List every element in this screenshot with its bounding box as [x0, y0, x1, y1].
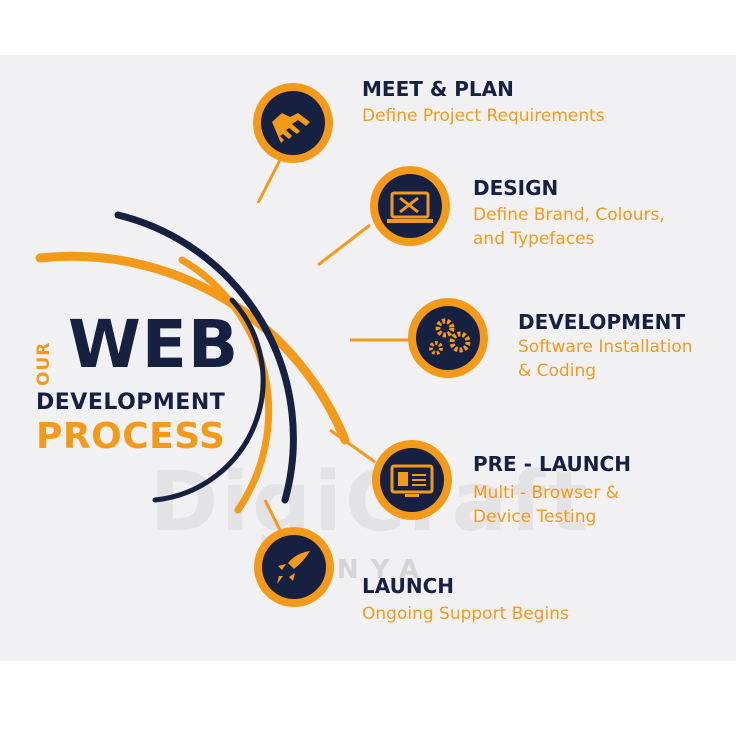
- title-development: DEVELOPMENT: [36, 390, 226, 415]
- connector-line-4: [329, 428, 376, 464]
- connector-line-1: [256, 159, 282, 204]
- navy-arc-large: [114, 211, 297, 504]
- diagram-title: OUR WEB DEVELOPMENT PROCESS: [30, 300, 290, 470]
- step-4-desc: Multi - Browser & Device Testing: [473, 483, 620, 527]
- step-1-title: MEET & PLAN: [362, 77, 514, 101]
- step-node-1: [253, 83, 333, 163]
- step-node-4: [372, 440, 452, 520]
- navy-arc-inner: [152, 297, 266, 503]
- step-2-title: DESIGN: [473, 176, 559, 200]
- step-node-2: [370, 166, 450, 246]
- step-2-desc: Define Brand, Colours, and Typefaces: [473, 205, 665, 249]
- laptop-design-icon: [387, 191, 433, 223]
- handshake-icon: [272, 113, 310, 143]
- step-1-desc: Define Project Requirements: [362, 106, 605, 126]
- connector-line-2: [317, 223, 371, 267]
- step-node-5: [254, 527, 334, 607]
- title-web: WEB: [68, 306, 240, 383]
- rocket-icon: [277, 551, 310, 584]
- title-our: OUR: [34, 341, 54, 386]
- background-panel: [0, 55, 736, 661]
- step-4-title: PRE - LAUNCH: [473, 452, 631, 476]
- gears-icon: [429, 318, 471, 355]
- step-5-desc: Ongoing Support Begins: [362, 604, 569, 624]
- monitor-test-icon: [390, 464, 434, 497]
- step-5-title: LAUNCH: [362, 574, 455, 598]
- title-process: PROCESS: [36, 416, 226, 457]
- step-3-title: DEVELOPMENT: [518, 310, 686, 334]
- step-node-3: [408, 298, 488, 378]
- step-3-desc: Software Installation & Coding: [518, 337, 693, 381]
